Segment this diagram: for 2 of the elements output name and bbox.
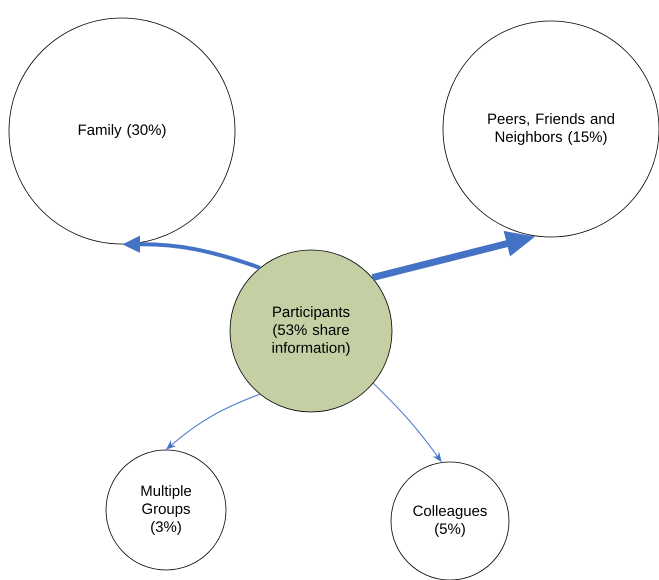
- circle-node: Family (30%): [8, 18, 236, 244]
- circle-node: Multiple Groups (3%): [106, 450, 226, 570]
